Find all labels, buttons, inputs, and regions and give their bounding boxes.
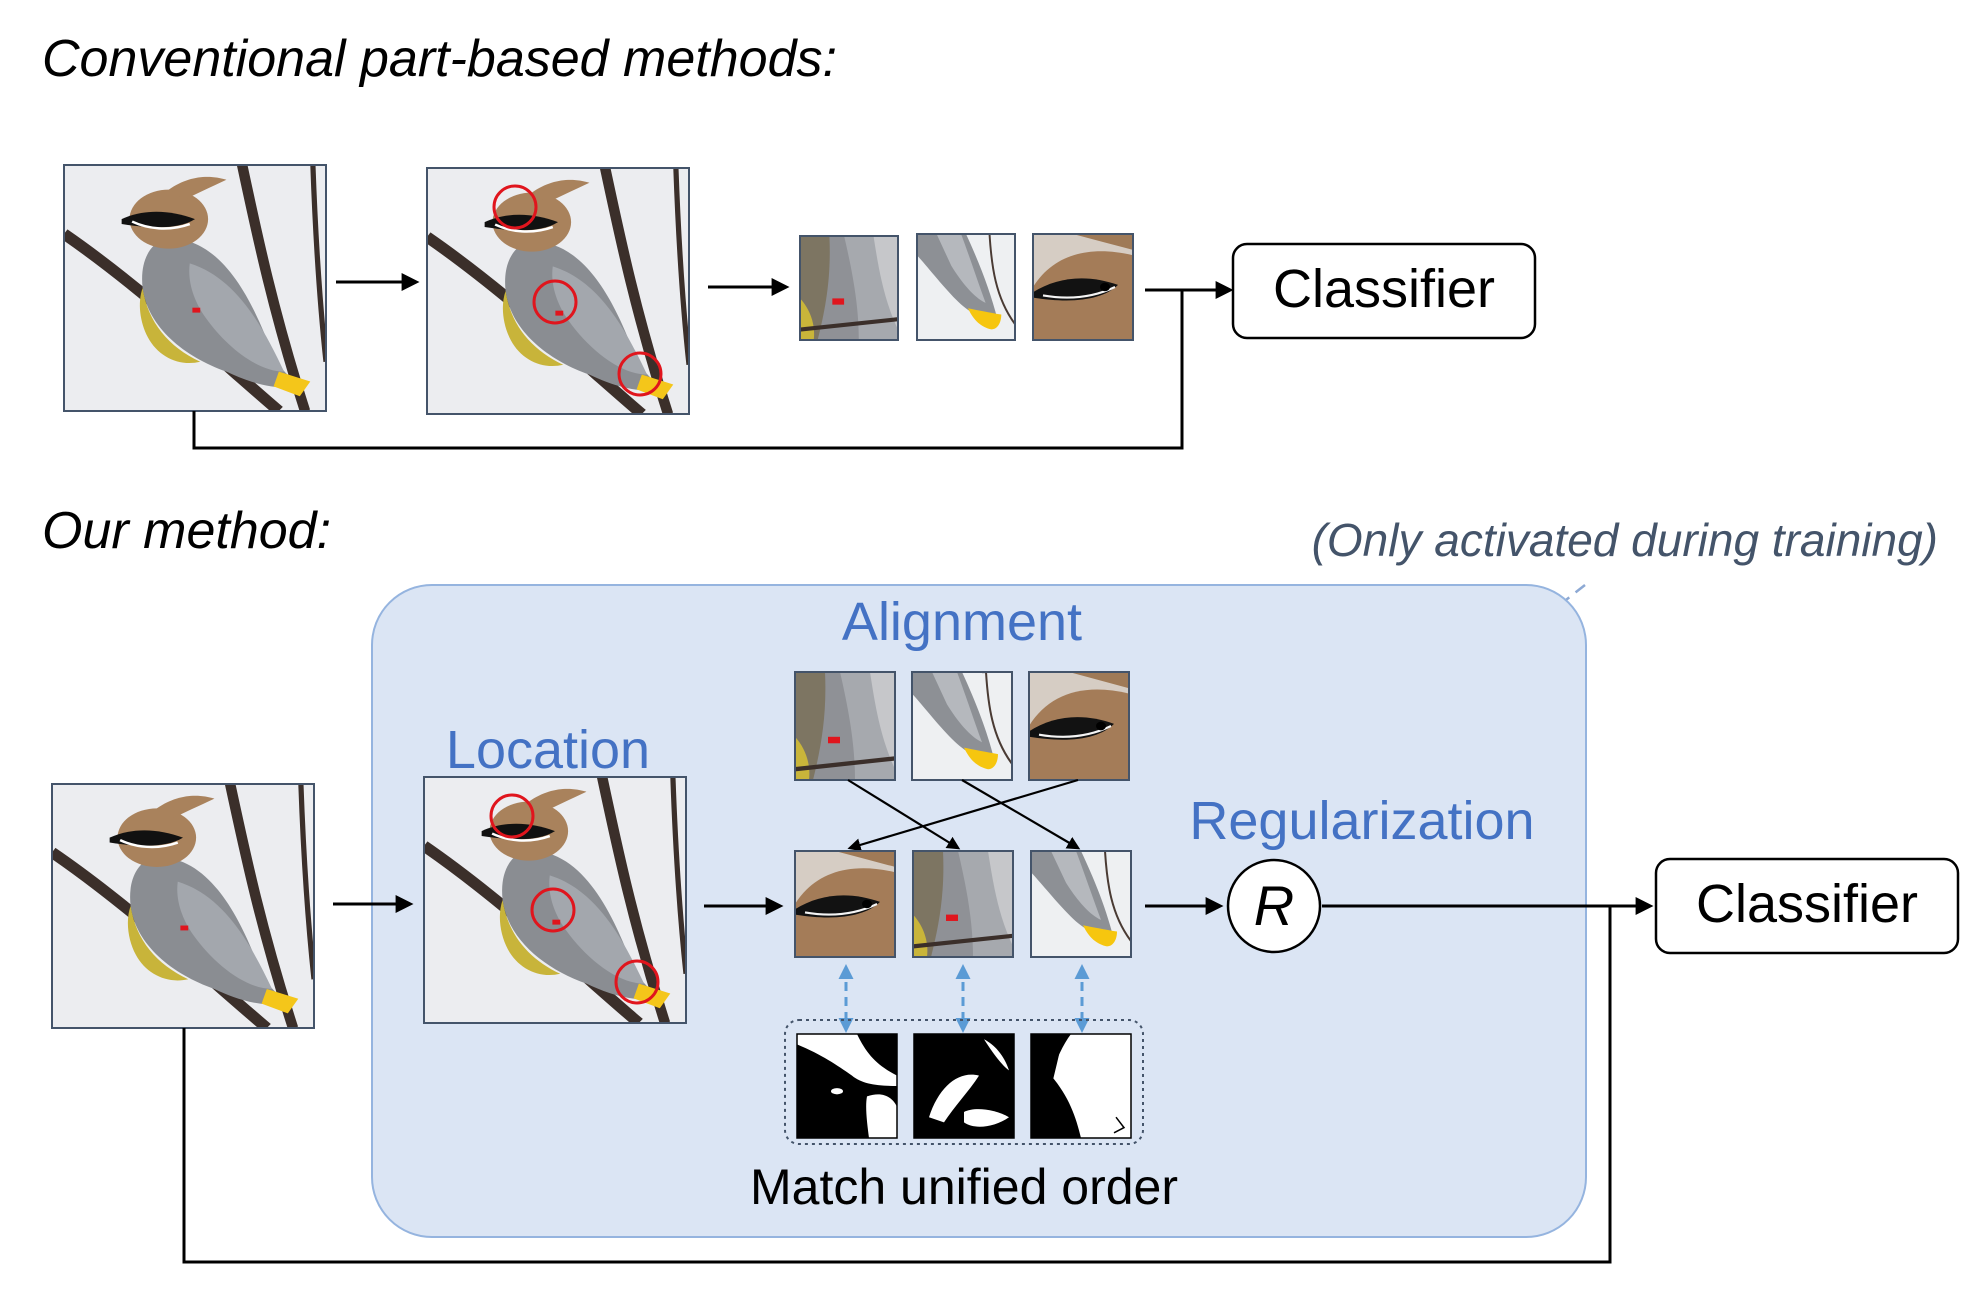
regularization-label: Regularization	[1189, 791, 1534, 851]
skip-connection-bottom	[182, 906, 1612, 1264]
our-input-image	[51, 783, 315, 1029]
alignment-reorder-arrows	[847, 778, 1081, 852]
tail-mask-icon	[1030, 1033, 1132, 1139]
unaligned-part-crops	[794, 671, 1130, 781]
unaligned-tail-crop-icon	[911, 671, 1013, 781]
conventional-input-image	[63, 164, 327, 412]
head-crop-icon	[1032, 233, 1134, 341]
unaligned-head-crop-icon	[1028, 671, 1130, 781]
our-method-title: Our method:	[42, 502, 331, 560]
wing-crop-icon	[799, 235, 899, 341]
mask-group-border	[784, 1019, 1144, 1145]
conventional-part-crops	[799, 233, 1134, 341]
unaligned-wing-crop-icon	[794, 671, 896, 781]
our-classifier-box: Classifier	[1654, 857, 1960, 955]
skip-connection-top	[192, 290, 1184, 450]
location-image	[423, 776, 687, 1024]
aligned-part-crops	[794, 850, 1132, 958]
landmark-circle-tail	[617, 351, 663, 397]
regularizer-node: R	[1226, 858, 1322, 954]
conventional-classifier-label: Classifier	[1273, 259, 1495, 319]
landmark-circle-head-ours	[489, 793, 535, 839]
our-classifier-label: Classifier	[1696, 874, 1918, 934]
aligned-tail-crop-icon	[1030, 850, 1132, 958]
landmark-circle-tail-ours	[614, 959, 660, 1005]
wing-mask-icon	[913, 1033, 1015, 1139]
location-label: Location	[446, 720, 650, 780]
aligned-head-crop-icon	[794, 850, 896, 958]
aligned-wing-crop-icon	[912, 850, 1014, 958]
part-masks	[796, 1033, 1132, 1139]
landmark-circle-wing-ours	[530, 887, 576, 933]
regularizer-symbol: R	[1254, 874, 1294, 937]
alignment-label: Alignment	[842, 592, 1082, 652]
conventional-part-detection-image	[426, 167, 690, 415]
conventional-title: Conventional part-based methods:	[42, 30, 837, 88]
landmark-circle-head	[492, 184, 538, 230]
match-unified-order-label: Match unified order	[750, 1159, 1178, 1215]
head-mask-icon	[796, 1033, 898, 1139]
tail-crop-icon	[916, 233, 1016, 341]
conventional-classifier-box: Classifier	[1231, 242, 1537, 340]
training-note: (Only activated during training)	[1312, 514, 1938, 566]
landmark-circle-wing	[532, 279, 578, 325]
